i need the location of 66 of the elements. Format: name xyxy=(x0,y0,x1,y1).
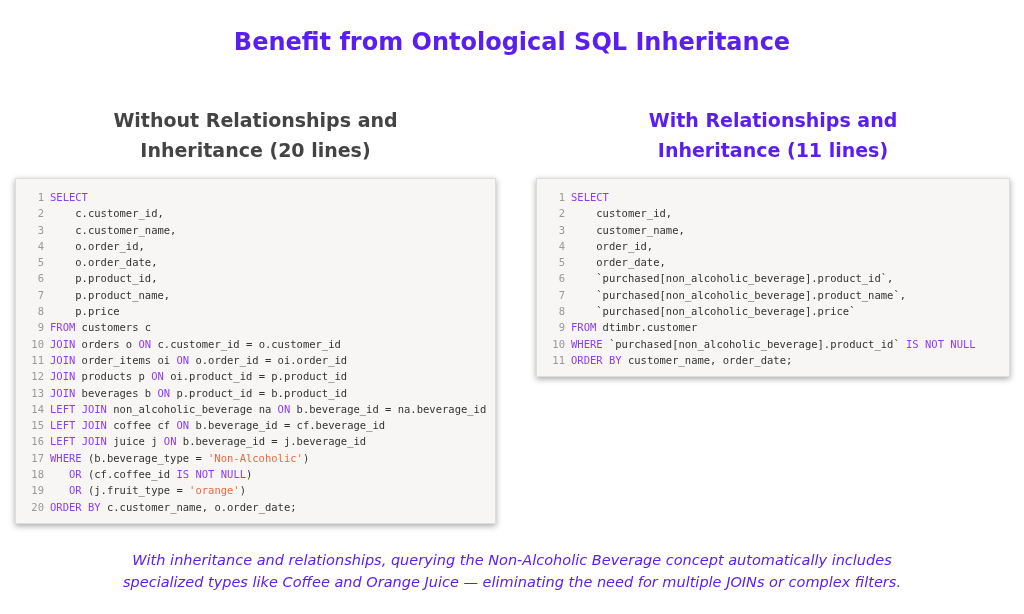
line-number: 20 xyxy=(30,499,44,515)
caption: With inheritance and relationships, querying the Non-Alcoholic Beverage concept automatically includes specialized types like Coffee and Orange Juice — eliminating the need for multiple JOINs or complex filters. xyxy=(122,551,902,592)
line-number: 11 xyxy=(551,352,565,368)
line-number: 13 xyxy=(30,385,44,401)
line-number: 7 xyxy=(557,287,565,303)
line-number: 19 xyxy=(30,483,44,499)
line-number: 10 xyxy=(30,336,44,352)
code-line: `purchased[non_alcoholic_beverage].product_id`, xyxy=(595,272,894,285)
panel-heading: With Relationships and Inheritance (11 lines) xyxy=(647,108,899,163)
line-number: 3 xyxy=(557,222,565,238)
line-number: 11 xyxy=(30,352,44,368)
code-line: p.price xyxy=(74,305,120,318)
title: Benefit from Ontological SQL Inheritance xyxy=(232,28,792,56)
line-number: 10 xyxy=(551,336,565,352)
code-line: o.order_id, xyxy=(74,239,145,252)
code-line: LEFT JOIN coffee cf ON b.beverage_id = cf.beverage_id xyxy=(50,419,386,432)
code-line: p.product_id, xyxy=(74,272,158,285)
code-line: order_id, xyxy=(595,239,654,252)
code-line: ORDER BY c.customer_name, o.order_date; xyxy=(50,500,297,513)
code-line: WHERE (b.beverage_type = 'Non-Alcoholic') xyxy=(50,451,310,464)
line-number: 16 xyxy=(30,434,44,450)
code-line: FROM customers c xyxy=(50,321,152,334)
code-line: JOIN orders o ON c.customer_id = o.customer_id xyxy=(50,337,341,350)
line-number: 12 xyxy=(30,369,44,385)
line-number: 4 xyxy=(36,238,44,254)
code-line: ORDER BY customer_name, order_date; xyxy=(571,353,793,366)
line-number: 14 xyxy=(30,401,44,417)
code-line: customer_id, xyxy=(595,207,673,220)
code-line: p.product_name, xyxy=(74,288,171,301)
line-number: 1 xyxy=(36,190,44,205)
code-line: JOIN beverages b ON p.product_id = b.product_id xyxy=(50,386,348,399)
line-number: 2 xyxy=(36,206,44,222)
code-line: LEFT JOIN juice j ON b.beverage_id = j.beverage_id xyxy=(50,435,367,448)
line-number: 7 xyxy=(36,287,44,303)
line-number: 2 xyxy=(557,206,565,222)
code-line: OR (cf.coffee_id IS NOT NULL) xyxy=(67,468,253,481)
line-number: 6 xyxy=(36,271,44,287)
code-line: JOIN order_items oi ON o.order_id = oi.order_id xyxy=(50,353,348,366)
code-line: c.customer_id, xyxy=(74,207,164,220)
code-line: `purchased[non_alcoholic_beverage].price` xyxy=(595,305,856,318)
code-line: `purchased[non_alcoholic_beverage].product_name`, xyxy=(595,288,907,301)
line-number: 8 xyxy=(36,304,44,320)
code-line: c.customer_name, xyxy=(74,223,177,236)
code-line: customer_name, xyxy=(595,223,685,236)
line-number: 5 xyxy=(557,255,565,271)
code-line: JOIN products p ON oi.product_id = p.product_id xyxy=(50,370,348,383)
code-line: o.order_date, xyxy=(74,256,158,269)
line-number: 4 xyxy=(557,238,565,254)
line-number: 15 xyxy=(30,418,44,434)
code-line: OR (j.fruit_type = 'orange') xyxy=(67,484,246,497)
code-line: SELECT xyxy=(50,191,88,203)
line-number: 1 xyxy=(557,190,565,205)
line-number: 3 xyxy=(36,222,44,238)
panel-heading: Without Relationships and Inheritance (20 lines) xyxy=(112,108,399,163)
line-number: 18 xyxy=(30,467,44,483)
line-number: 6 xyxy=(557,271,565,287)
line-number: 9 xyxy=(36,320,44,336)
line-number: 17 xyxy=(30,450,44,466)
line-number: 9 xyxy=(557,320,565,336)
code-line: WHERE `purchased[non_alcoholic_beverage].product_id` IS NOT NULL xyxy=(571,337,976,350)
code-line: SELECT xyxy=(571,191,609,203)
code-line: LEFT JOIN non_alcoholic_beverage na ON b.beverage_id = na.beverage_id xyxy=(50,402,487,415)
line-number: 8 xyxy=(557,304,565,320)
code-line: FROM dtimbr.customer xyxy=(571,321,698,334)
line-number: 5 xyxy=(36,255,44,271)
code-line: order_date, xyxy=(595,256,666,269)
